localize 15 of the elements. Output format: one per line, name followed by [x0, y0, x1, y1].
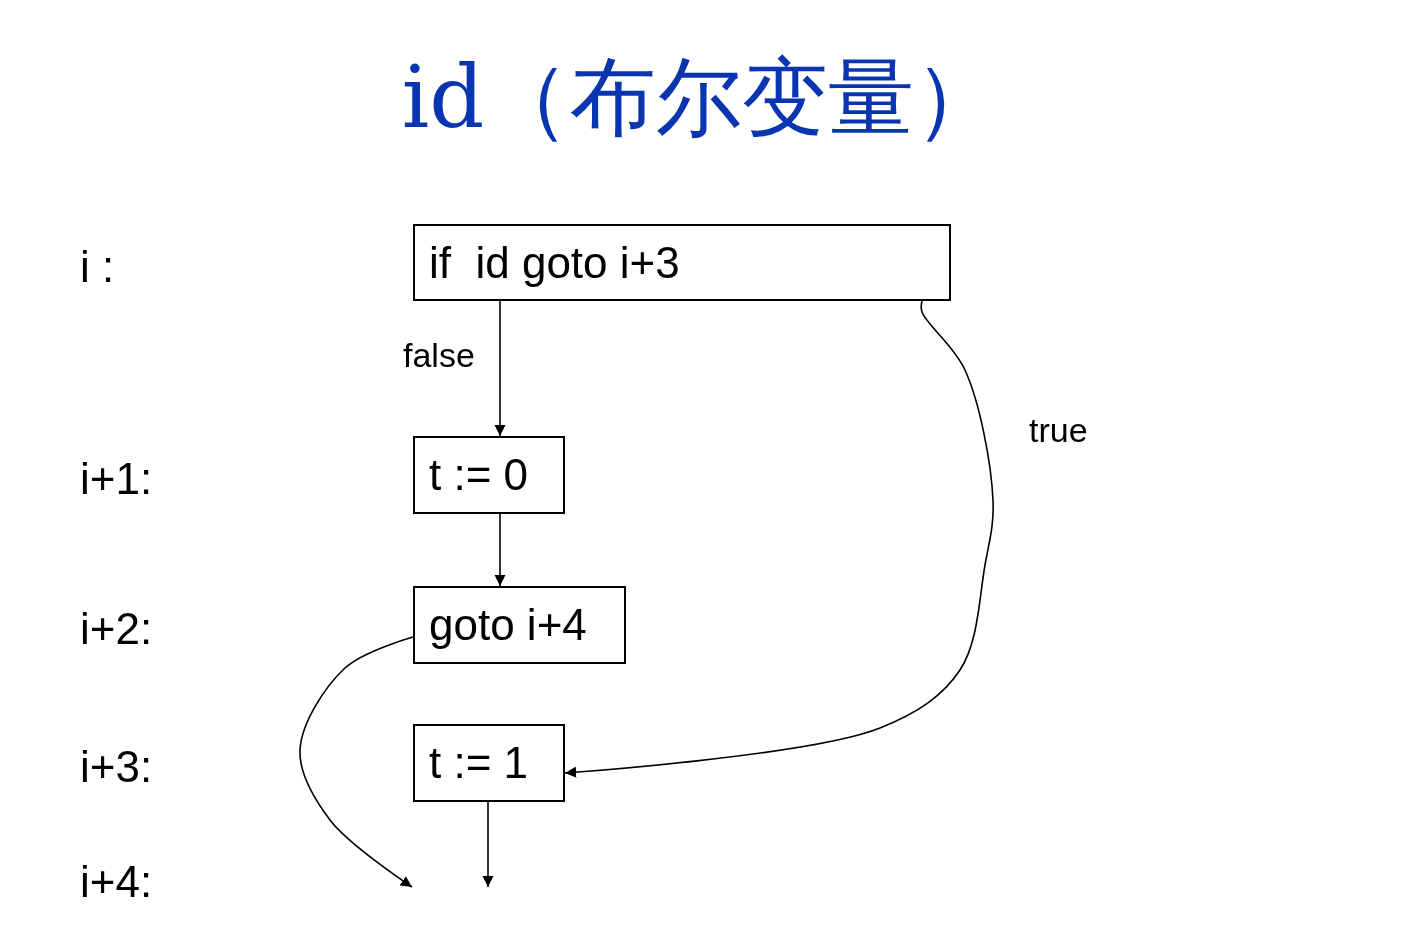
instruction-box: t := 1 — [413, 724, 565, 802]
line-number-label: i : — [80, 245, 115, 289]
title: id（布尔变量） — [400, 46, 1002, 149]
line-number-label: i+2: — [80, 607, 153, 651]
line-number-label: i+4: — [80, 860, 153, 904]
instruction-box: t := 0 — [413, 436, 565, 514]
arrow — [494, 513, 506, 587]
arrow — [564, 300, 994, 778]
instruction-box: goto i+4 — [413, 586, 626, 664]
instruction-box: if id goto i+3 — [413, 224, 951, 301]
line-number-label: i+3: — [80, 745, 153, 789]
arrow — [482, 801, 494, 888]
arrow — [494, 300, 506, 437]
arrow — [299, 636, 414, 888]
line-number-label: i+1: — [80, 457, 153, 501]
